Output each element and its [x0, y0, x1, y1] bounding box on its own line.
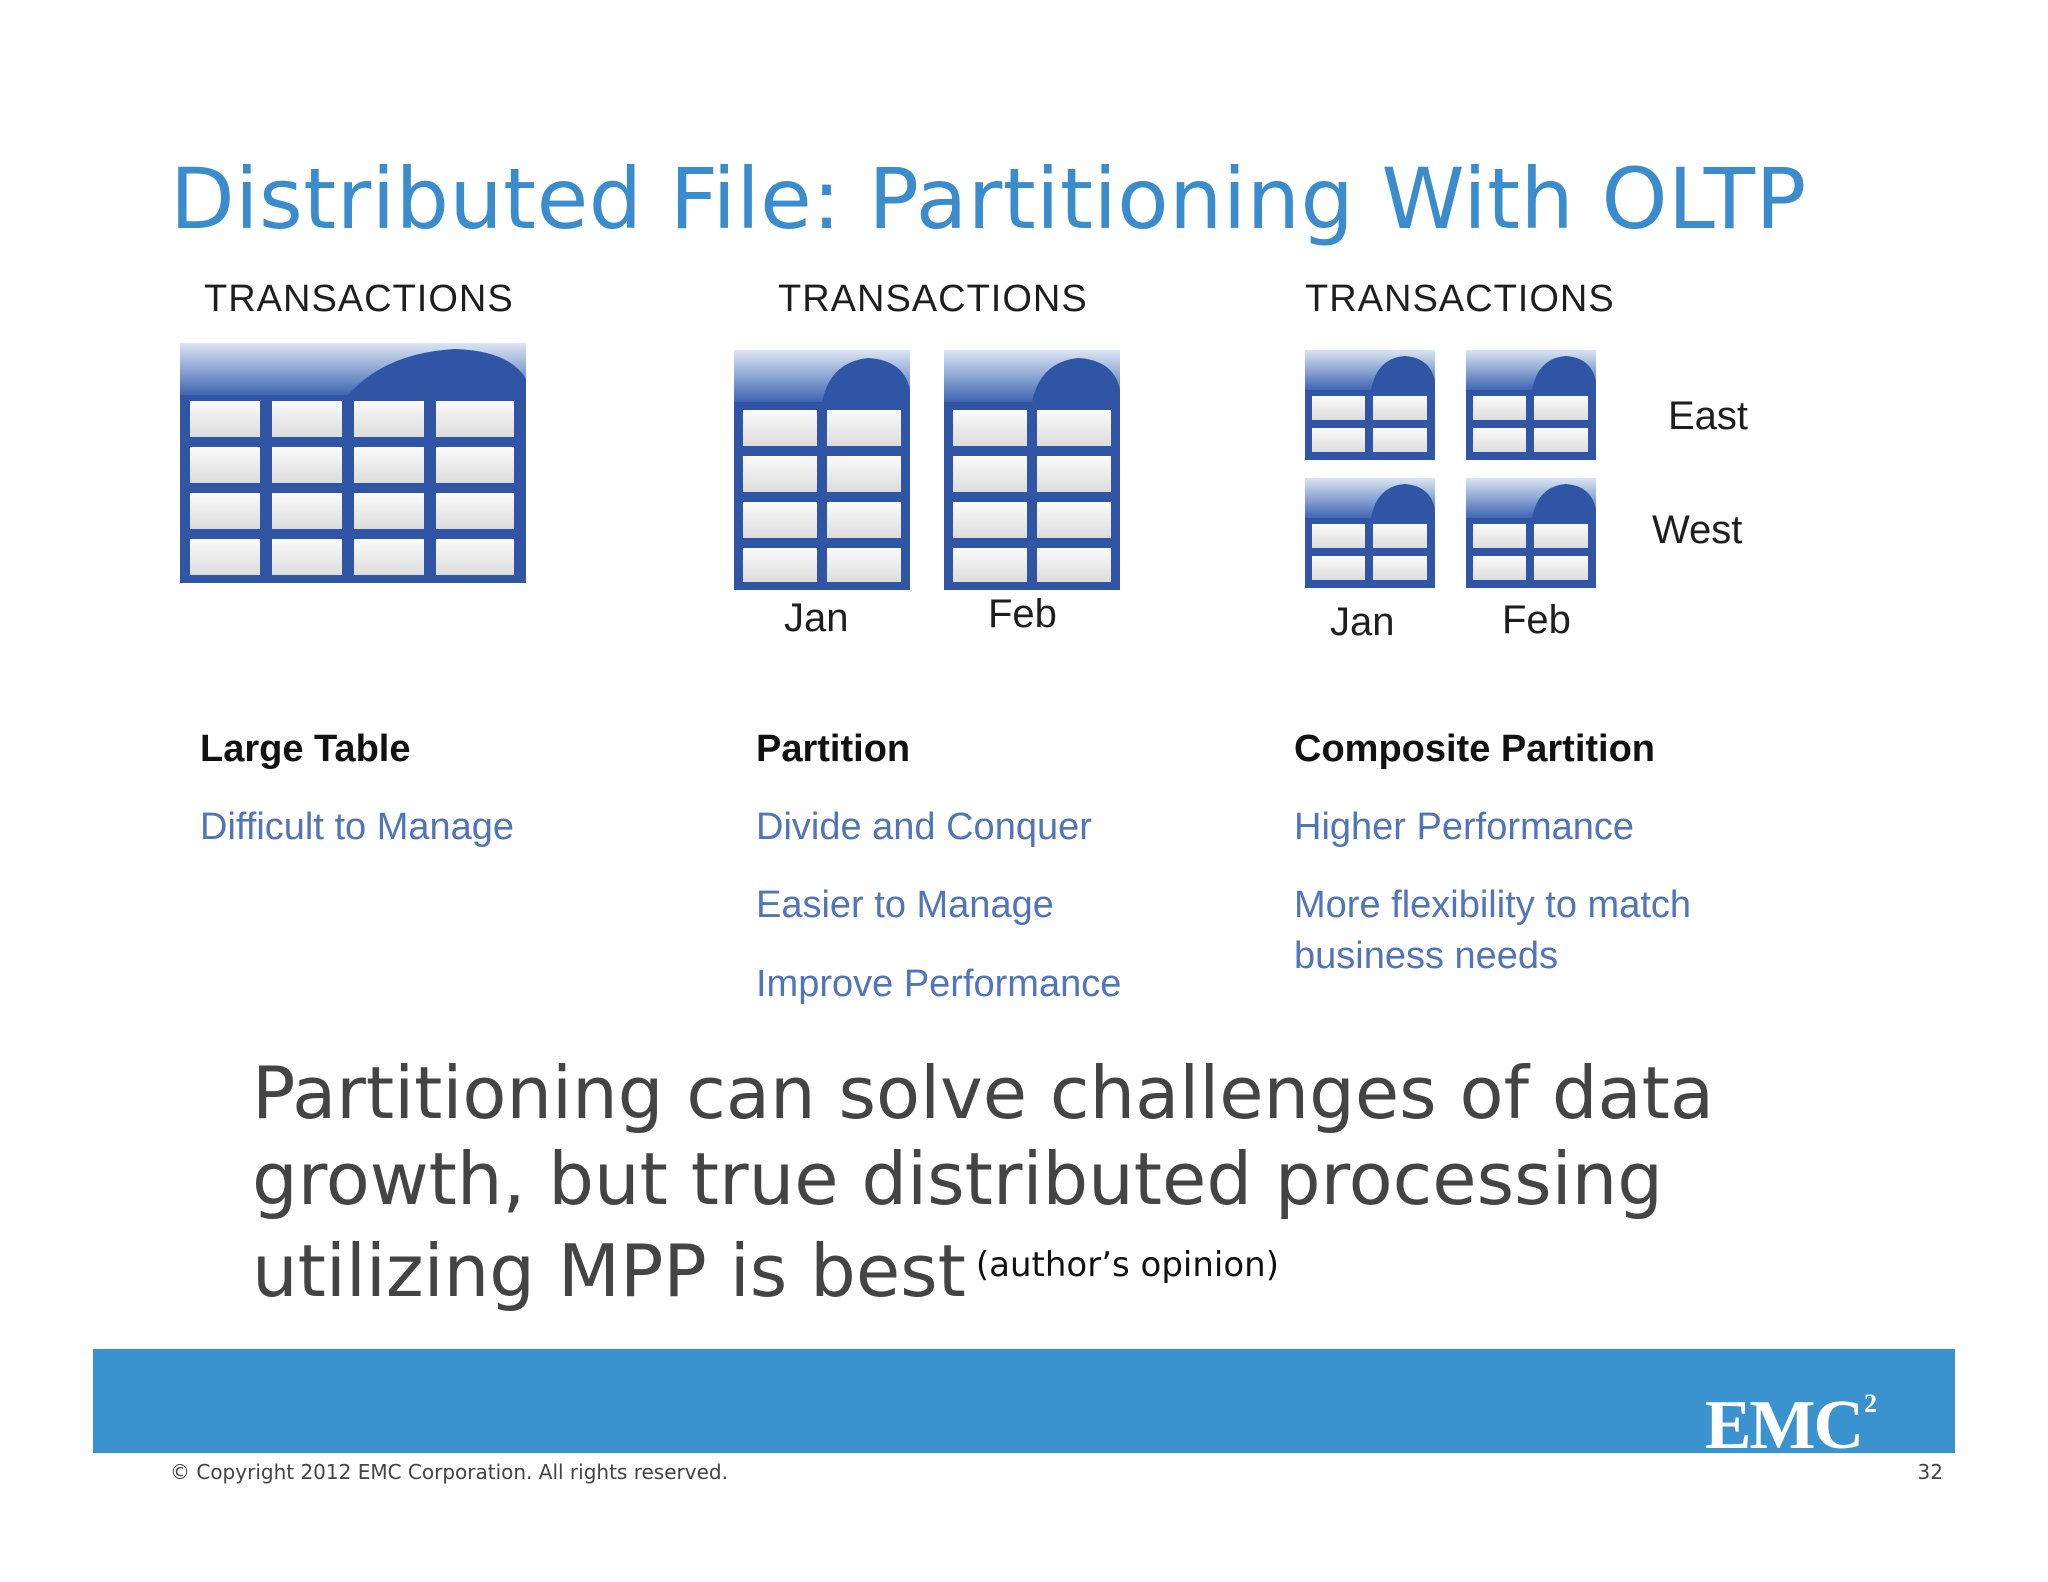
col1-heading: TRANSACTIONS: [204, 278, 514, 320]
partition-table-icon-jan: [734, 350, 910, 590]
conclusion-note: (author’s opinion): [975, 1245, 1279, 1285]
composite-label-feb: Feb: [1502, 598, 1571, 642]
partition-label-jan: Jan: [784, 596, 849, 640]
benefit-divide-and-conquer: Divide and Conquer: [756, 806, 1092, 848]
conclusion-text: Partitioning can solve challenges of dat…: [252, 1050, 1812, 1314]
composite-row-label-east: East: [1668, 394, 1749, 438]
section-title-large-table: Large Table: [200, 728, 411, 770]
large-table-icon: [180, 343, 526, 583]
composite-partition-table-icon-west-jan: [1305, 478, 1435, 588]
benefit-improve-performance: Improve Performance: [756, 963, 1122, 1005]
benefit-difficult-to-manage: Difficult to Manage: [200, 806, 515, 848]
page-number: 32: [1917, 1460, 1943, 1484]
section-title-partition: Partition: [756, 728, 911, 770]
composite-partition-table-icon-west-feb: [1466, 478, 1596, 588]
conclusion-main: Partitioning can solve challenges of dat…: [252, 1051, 1715, 1313]
composite-row-label-west: West: [1652, 508, 1743, 552]
footer-band: EMC2: [93, 1349, 1955, 1461]
benefit-higher-performance: Higher Performance: [1294, 806, 1635, 848]
section-title-composite-partition: Composite Partition: [1294, 728, 1656, 770]
slide-title: Distributed File: Partitioning With OLTP: [170, 150, 1807, 248]
copyright: © Copyright 2012 EMC Corporation. All ri…: [170, 1460, 728, 1484]
emc-logo: EMC2: [1704, 1369, 1877, 1464]
col2-heading: TRANSACTIONS: [778, 278, 1088, 320]
col3-heading: TRANSACTIONS: [1305, 278, 1615, 320]
partition-table-icon-feb: [944, 350, 1120, 590]
benefit-more-flexibility: More flexibility to match business needs: [1294, 884, 1692, 977]
composite-label-jan: Jan: [1330, 600, 1395, 644]
logo-text: EMC: [1704, 1387, 1864, 1464]
composite-partition-table-icon-east-feb: [1466, 350, 1596, 460]
benefit-easier-to-manage: Easier to Manage: [756, 884, 1054, 926]
partition-label-feb: Feb: [988, 592, 1057, 636]
composite-partition-table-icon-east-jan: [1305, 350, 1435, 460]
logo-superscript: 2: [1864, 1389, 1877, 1418]
